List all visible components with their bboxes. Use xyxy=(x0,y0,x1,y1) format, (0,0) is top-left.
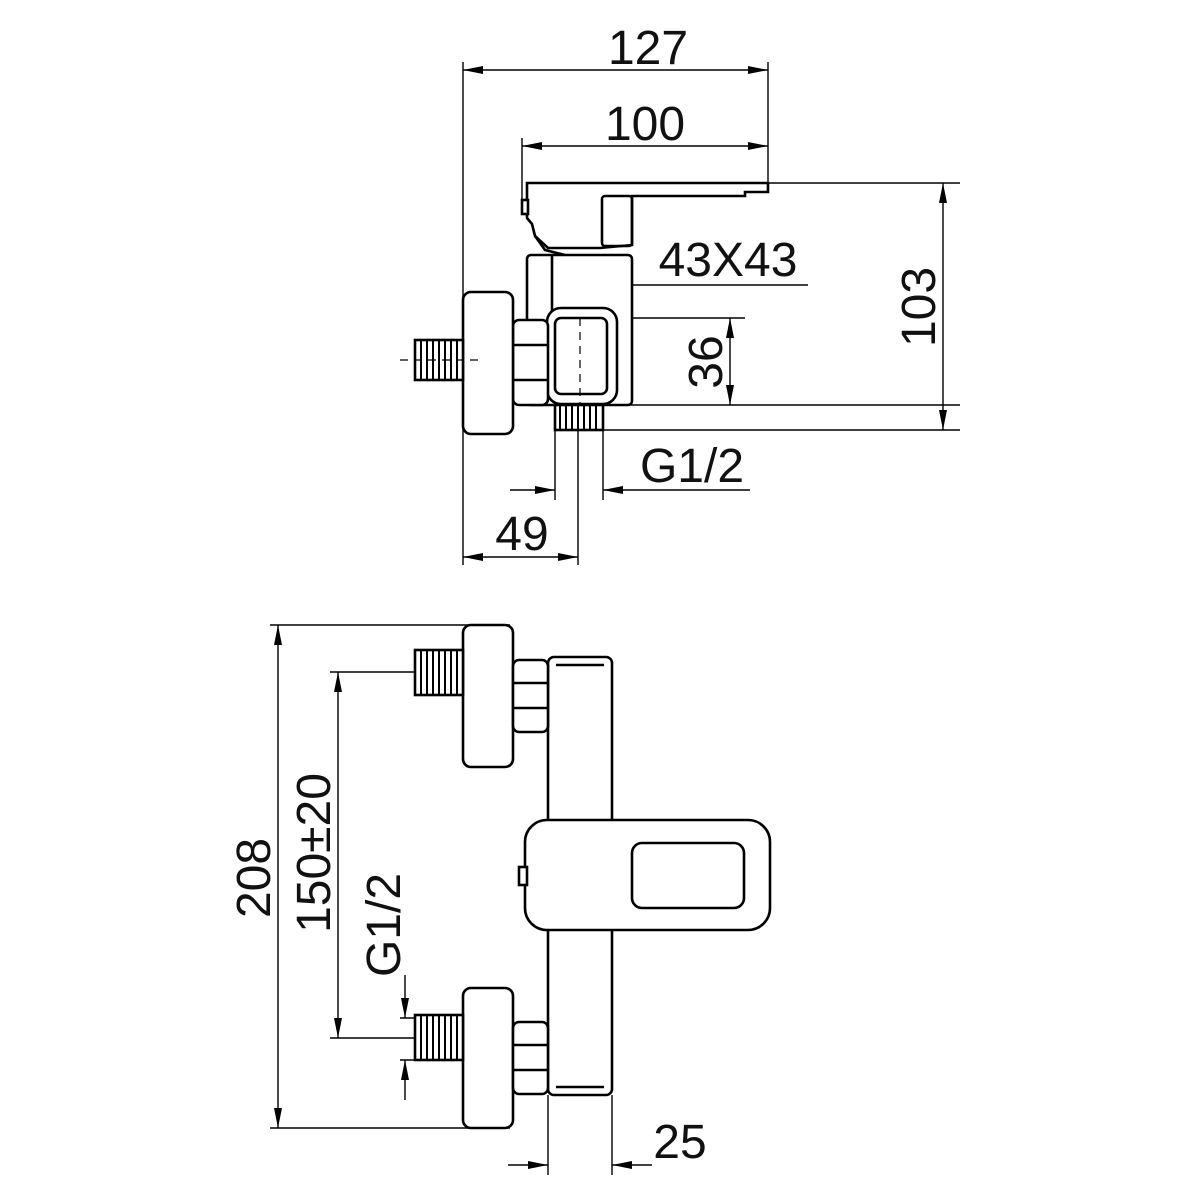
lever-neck xyxy=(600,194,634,248)
bottom-inlet-thread-lines xyxy=(420,1015,458,1060)
dim-127-label: 127 xyxy=(608,22,688,75)
front-lever-button xyxy=(517,865,529,887)
dim-25-label: 25 xyxy=(653,1116,706,1169)
lever-curve xyxy=(533,235,566,257)
top-inlet-thread-lines xyxy=(420,650,458,695)
lever-button xyxy=(520,198,530,216)
outlet-thread-lines xyxy=(559,405,597,430)
dim-43x43-label: 43X43 xyxy=(659,234,798,287)
inlet-thread-lines xyxy=(420,340,458,380)
dim-103-label: 103 xyxy=(893,267,946,347)
top-connector-nut xyxy=(511,658,550,734)
dim-208-label: 208 xyxy=(228,838,281,918)
connector-nut xyxy=(511,318,550,407)
dim-g12-inlet-label: G1/2 xyxy=(358,873,411,977)
front-view: 208 150±20 G1/2 25 xyxy=(228,623,772,1175)
dim-36-label: 36 xyxy=(680,335,733,388)
side-view: 127 100 43X43 103 36 G1/2 49 xyxy=(400,22,960,565)
top-wall-flange xyxy=(461,623,515,769)
lever-window xyxy=(630,841,746,910)
dim-49-label: 49 xyxy=(495,508,548,561)
body-outlet-inner xyxy=(553,316,609,396)
dim-150-label: 150±20 xyxy=(288,773,341,933)
bottom-connector-nut xyxy=(511,1020,550,1096)
bottom-wall-flange xyxy=(461,986,515,1130)
front-lever-handle xyxy=(523,818,772,932)
dim-100-label: 100 xyxy=(605,98,685,151)
wall-flange xyxy=(461,290,515,436)
dim-g12-outlet-label: G1/2 xyxy=(640,440,744,493)
